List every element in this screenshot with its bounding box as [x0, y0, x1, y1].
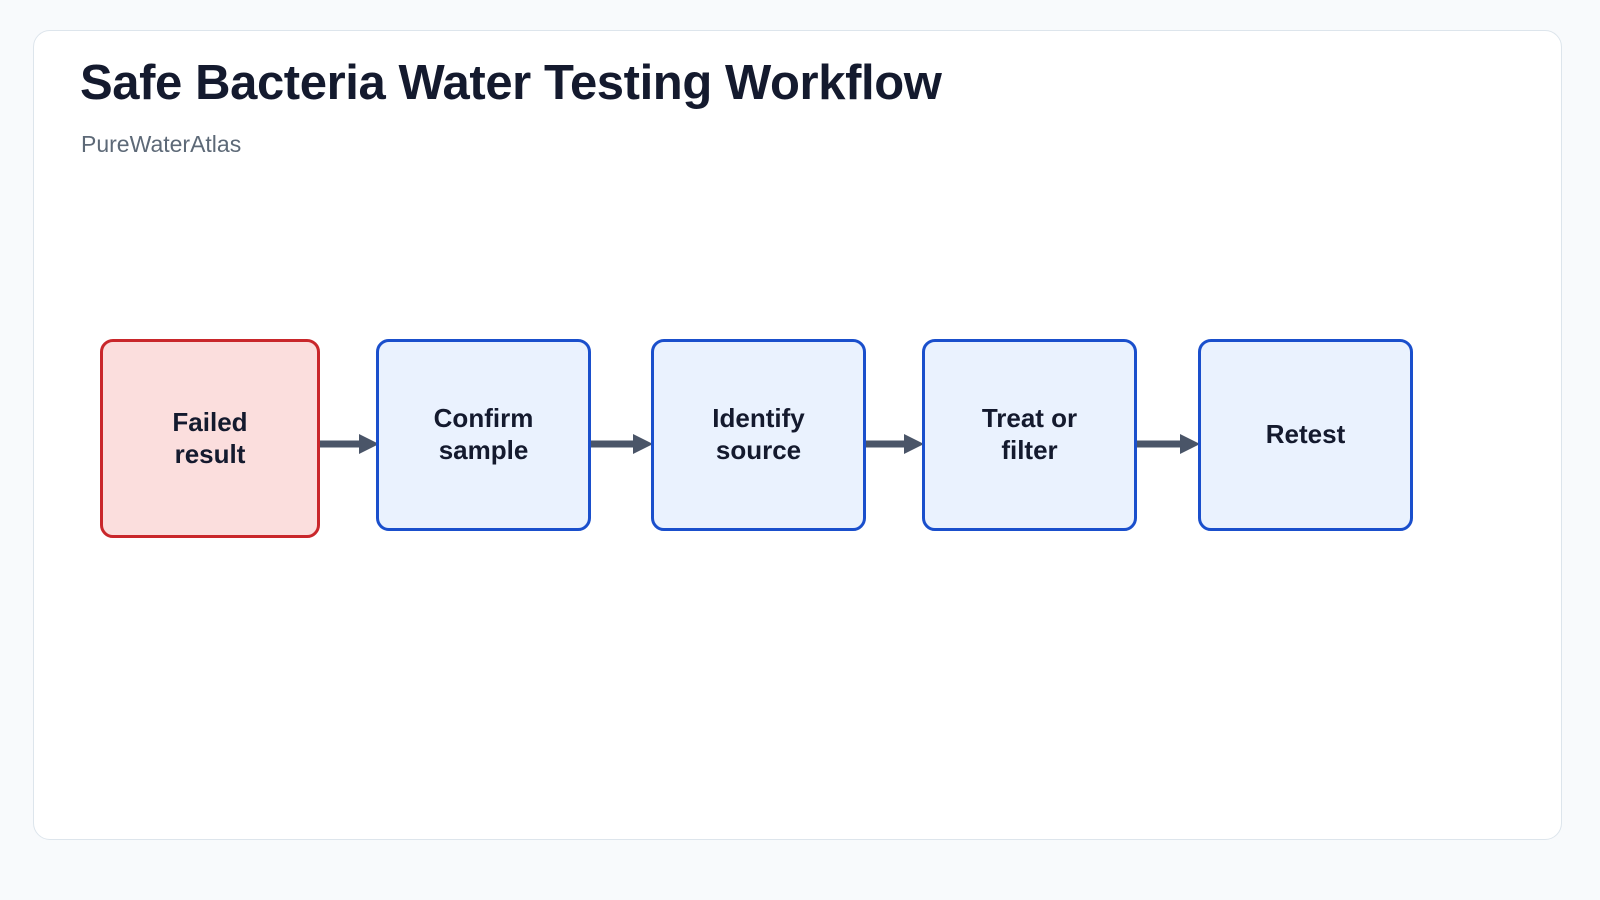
flow-node-n2[interactable]: Confirm sample — [376, 339, 591, 531]
flow-node-label: Identify source — [712, 403, 805, 465]
diagram-card: Safe Bacteria Water Testing Workflow Pur… — [33, 30, 1562, 840]
flow-arrow-4 — [1137, 433, 1200, 455]
flow-node-label: Failed result — [172, 406, 248, 469]
flowchart-area: Failed result Confirm sample Identify sour… — [34, 31, 1563, 841]
flow-node-n4[interactable]: Treat or filter — [922, 339, 1137, 531]
flow-node-n5[interactable]: Retest — [1198, 339, 1413, 531]
flow-node-n1[interactable]: Failed result — [100, 339, 320, 538]
page-subtitle: PureWaterAtlas — [81, 131, 242, 157]
page-title: Safe Bacteria Water Testing Workflow — [80, 56, 942, 110]
flow-node-label: Treat or filter — [981, 403, 1078, 465]
flow-node-label: Retest — [1265, 419, 1346, 450]
flow-arrow-3 — [866, 433, 924, 455]
flow-arrow-1 — [319, 433, 379, 455]
flow-arrow-2 — [591, 433, 653, 455]
flow-node-label: Confirm sample — [433, 403, 534, 465]
flow-node-n3[interactable]: Identify source — [651, 339, 866, 531]
